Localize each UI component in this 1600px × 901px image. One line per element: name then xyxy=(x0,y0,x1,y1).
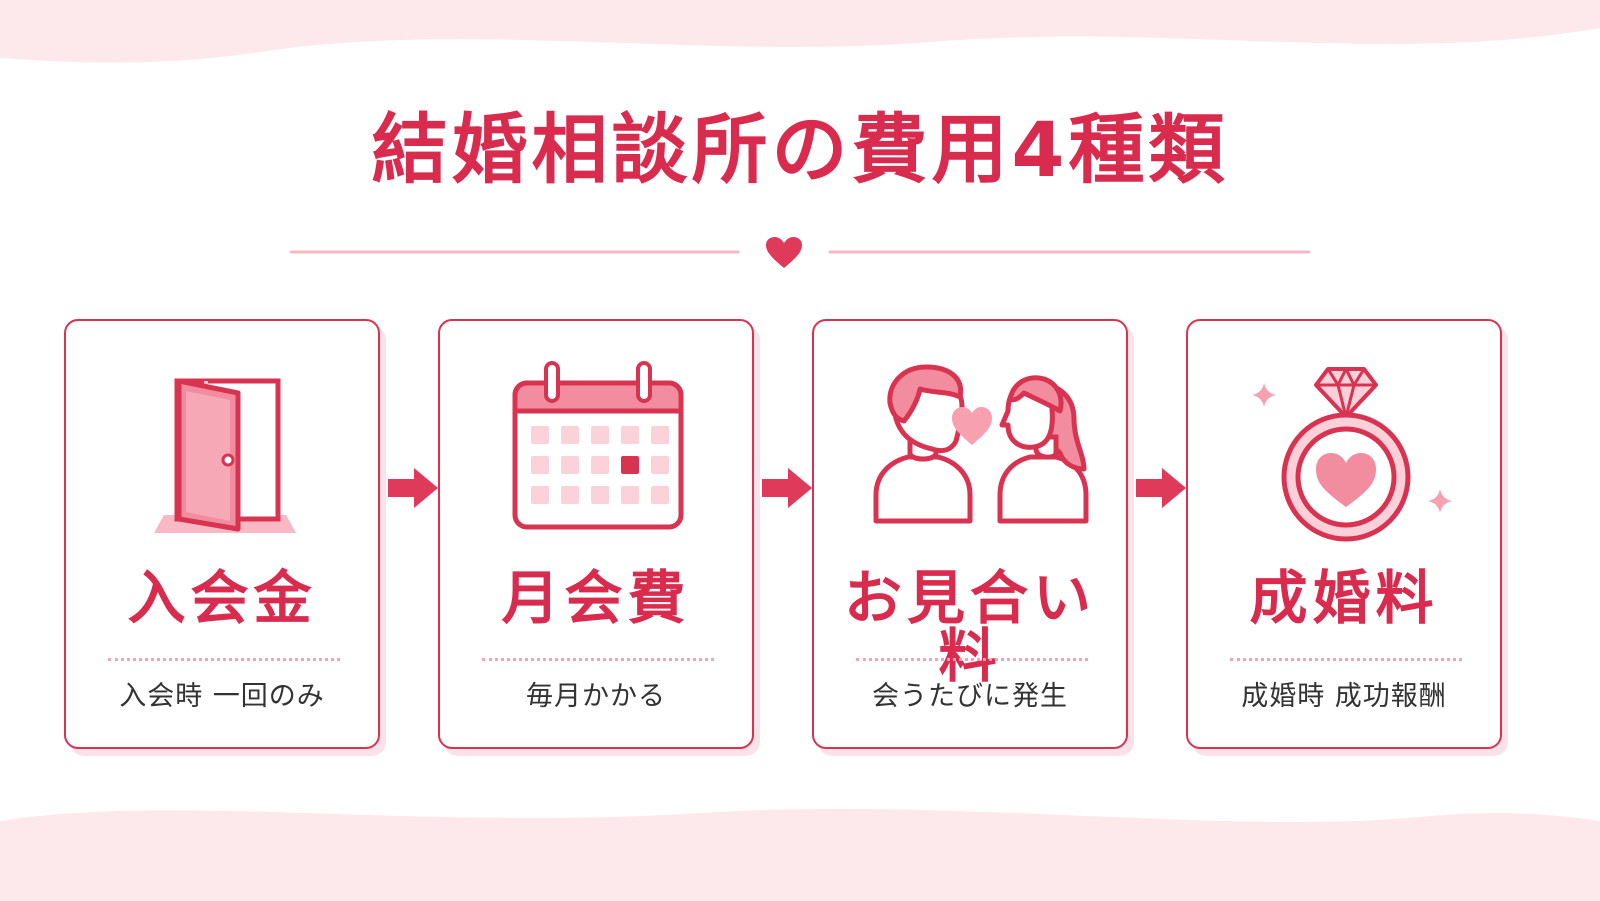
dotted-divider xyxy=(108,658,340,661)
fee-card-admission: 入会金 入会時 一回のみ xyxy=(64,319,380,749)
ring-icon xyxy=(1252,367,1452,542)
fee-description: 入会時 一回のみ xyxy=(119,681,325,712)
dotted-divider xyxy=(856,658,1088,661)
fee-card-marriage: 成婚料 成婚時 成功報酬 xyxy=(1186,319,1502,749)
fee-title: 成婚料 xyxy=(1249,564,1439,632)
top-wave-decoration xyxy=(0,0,1600,63)
arrow-right-icon xyxy=(762,468,812,508)
arrow-right-icon xyxy=(388,468,438,508)
dotted-divider xyxy=(1230,658,1462,661)
couple-icon xyxy=(873,364,1089,524)
title-divider xyxy=(290,237,1310,268)
fee-description: 会うたびに発生 xyxy=(872,681,1068,712)
fee-title: 入会金 xyxy=(127,564,317,632)
fee-card-monthly: 月会費 毎月かかる xyxy=(438,319,754,749)
arrow-right-icon xyxy=(1136,468,1186,508)
fee-title: 月会費 xyxy=(501,564,691,632)
fee-card-meeting: お見合い料 会うたびに発生 xyxy=(812,319,1128,749)
fee-title: お見合い料 xyxy=(843,564,1096,690)
sparkle-icon xyxy=(1252,383,1276,407)
calendar-icon xyxy=(512,361,684,530)
fee-description: 成婚時 成功報酬 xyxy=(1241,681,1447,712)
dotted-divider xyxy=(482,658,714,661)
bottom-wave-decoration xyxy=(0,808,1600,901)
fee-description: 毎月かかる xyxy=(526,681,666,712)
door-icon xyxy=(154,378,296,533)
heart-icon xyxy=(766,237,802,268)
sparkle-icon xyxy=(1428,489,1452,513)
page-title: 結婚相談所の費用4種類 xyxy=(371,105,1229,194)
